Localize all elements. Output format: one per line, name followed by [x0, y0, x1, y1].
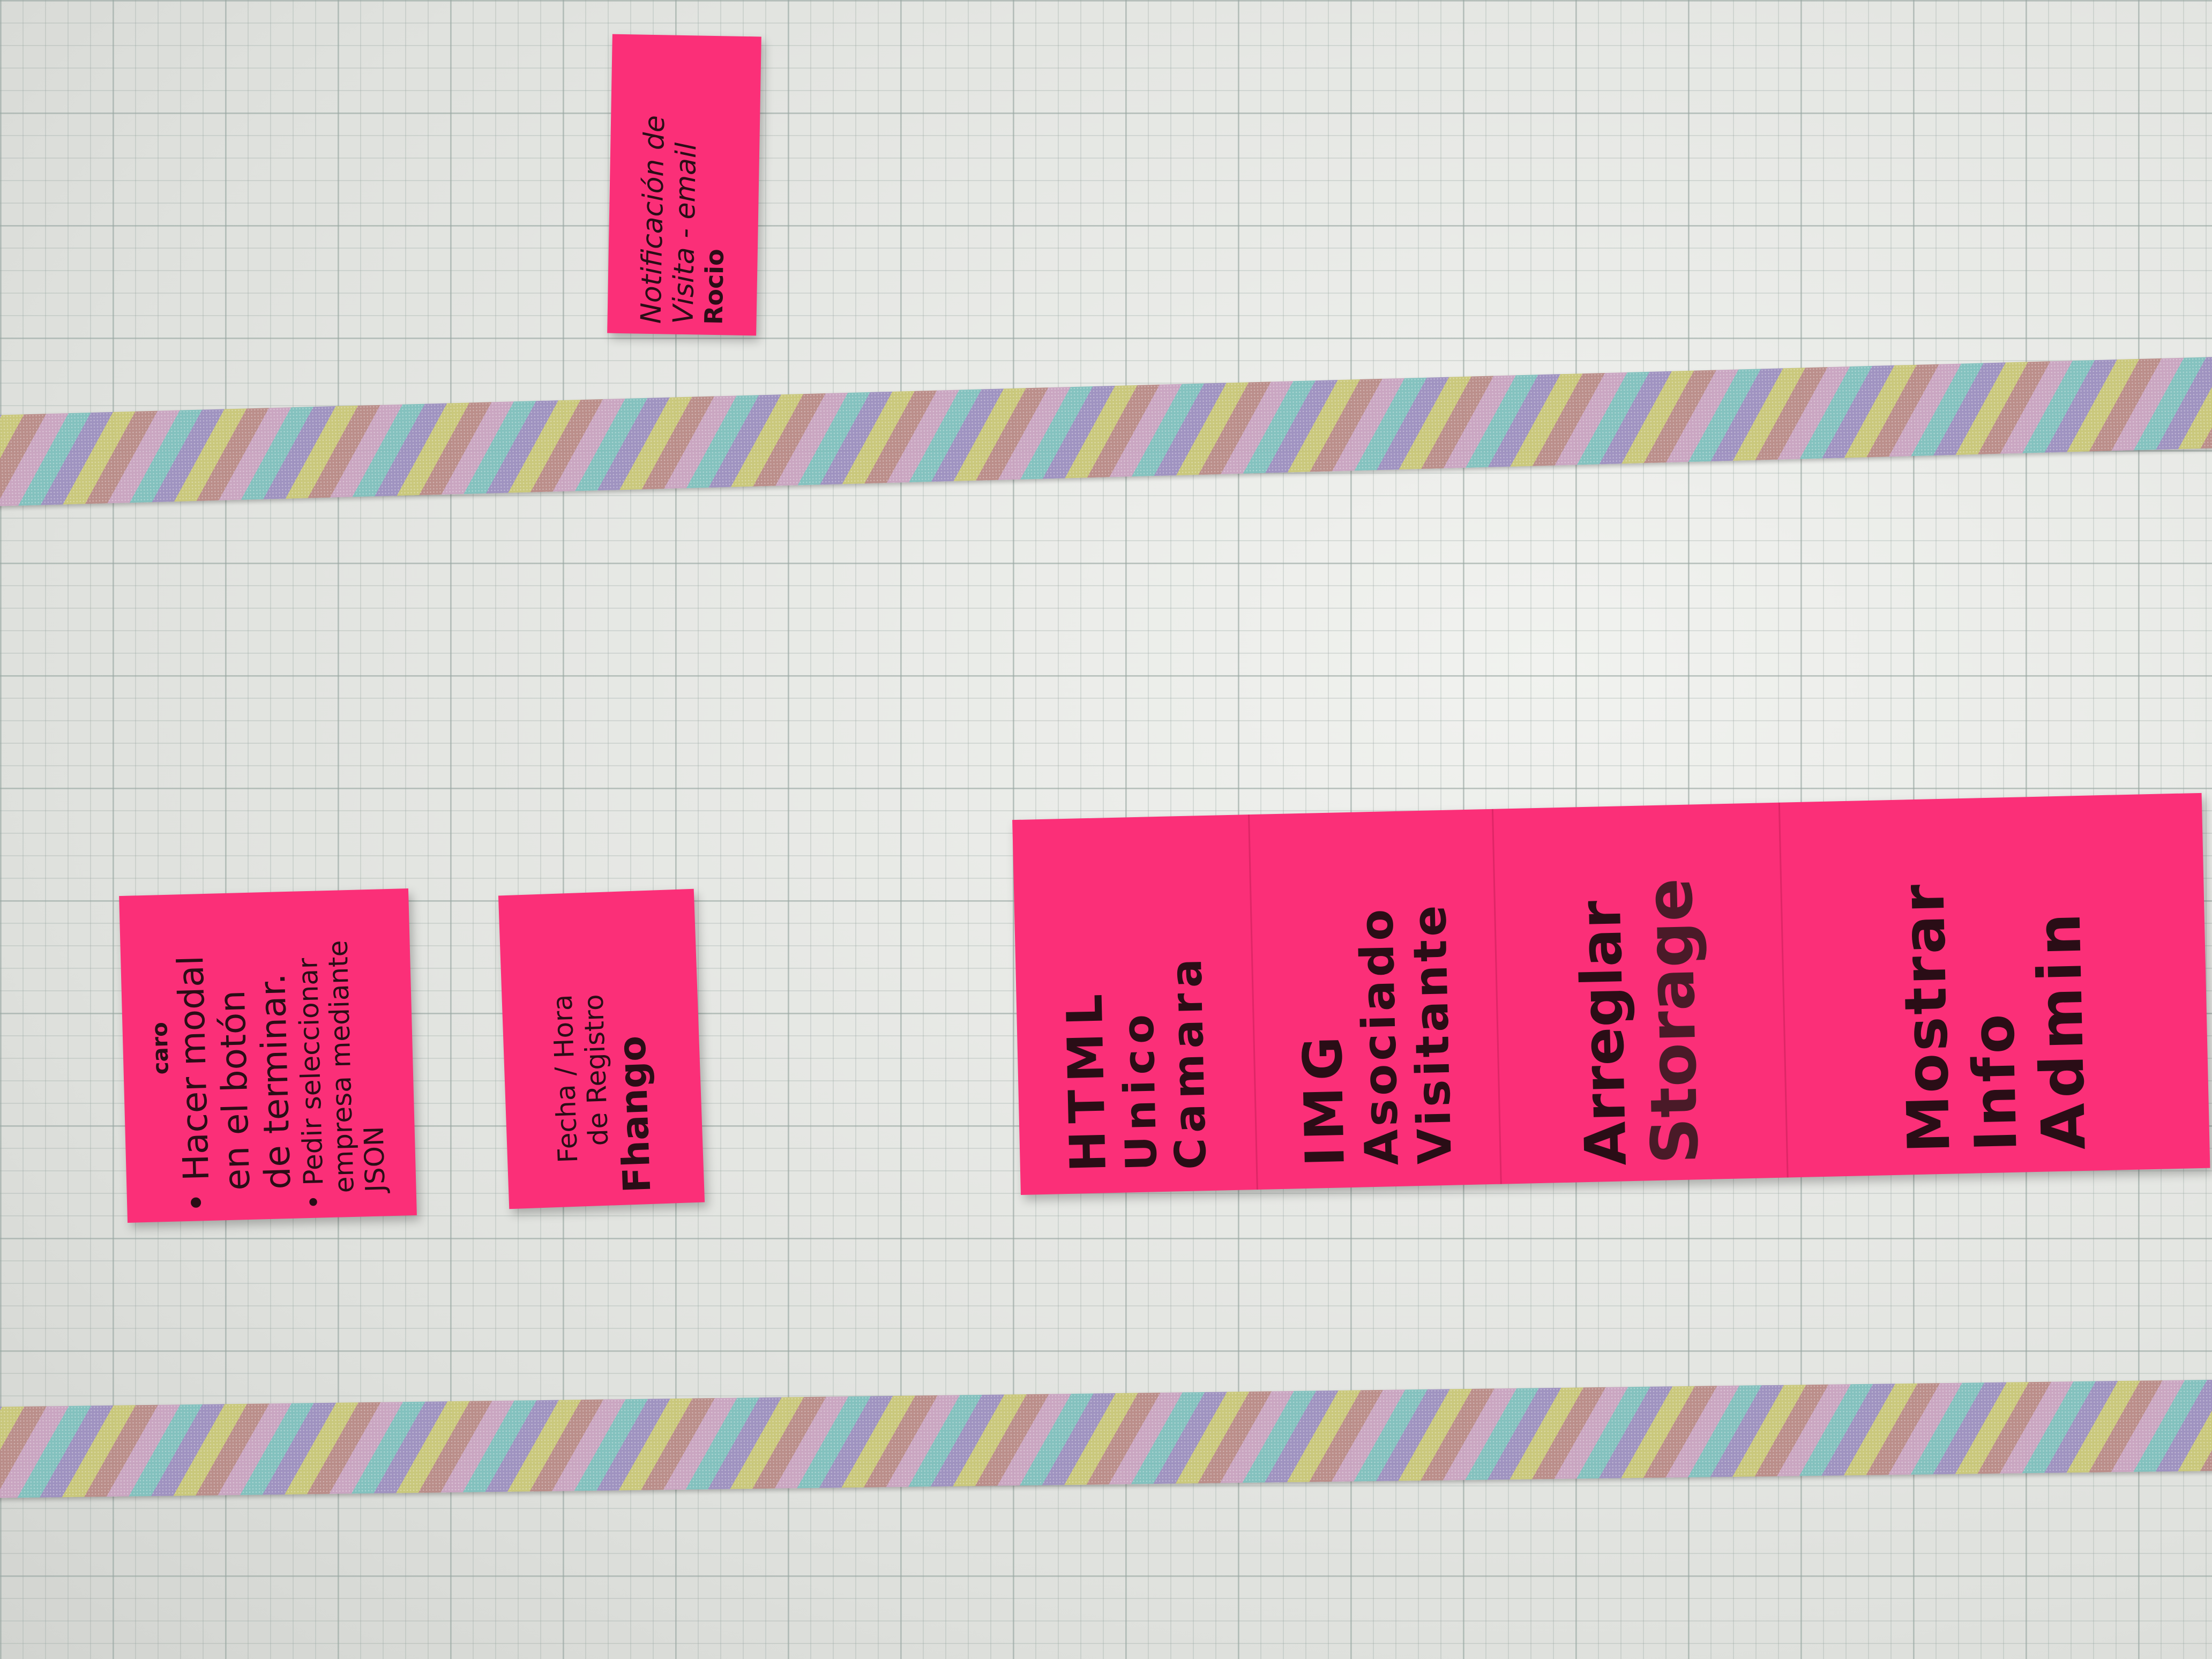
note-author: Fhango — [609, 1035, 660, 1193]
strip-note-admin: Mostrar Info Admin — [1778, 793, 2210, 1178]
note-text: Visitante — [1402, 901, 1462, 1165]
note-text: Notificación de — [635, 115, 671, 324]
note-text: Storage — [1632, 877, 1713, 1165]
sticky-note-modal[interactable]: caro • Hacer modal en el botón de termin… — [119, 888, 417, 1223]
note-text: IMG — [1290, 1029, 1357, 1168]
strip-note-html: HTML Unico Camara — [1012, 814, 1257, 1195]
strip-note-img: IMG Asociado Visitante — [1248, 809, 1500, 1190]
strip-note-storage: Arreglar Storage — [1492, 803, 1787, 1184]
note-text: Visita - email — [667, 142, 703, 325]
note-author: Rocio — [699, 248, 730, 325]
note-text: de terminar. — [251, 973, 299, 1190]
note-text: Camara — [1161, 953, 1216, 1170]
sticky-note-strip[interactable]: HTML Unico Camara IMG Asociado Visitante… — [1012, 793, 2210, 1195]
note-text: JSON — [358, 1125, 391, 1193]
note-text: Asociado — [1349, 905, 1409, 1166]
sticky-note-notification[interactable]: Notificación de Visita - email Rocio — [607, 34, 761, 336]
note-text: en el botón — [211, 989, 258, 1191]
note-text: Info — [1960, 1010, 2030, 1153]
note-text: Arreglar — [1567, 900, 1639, 1167]
note-text: HTML — [1056, 986, 1118, 1173]
sticky-note-date[interactable]: Fecha / Hora de Registro Fhango — [498, 888, 705, 1209]
note-text: Admin — [2024, 907, 2099, 1151]
note-text: Unico — [1113, 1008, 1167, 1171]
note-text: Mostrar — [1890, 881, 1964, 1154]
note-author: caro — [147, 1021, 174, 1075]
